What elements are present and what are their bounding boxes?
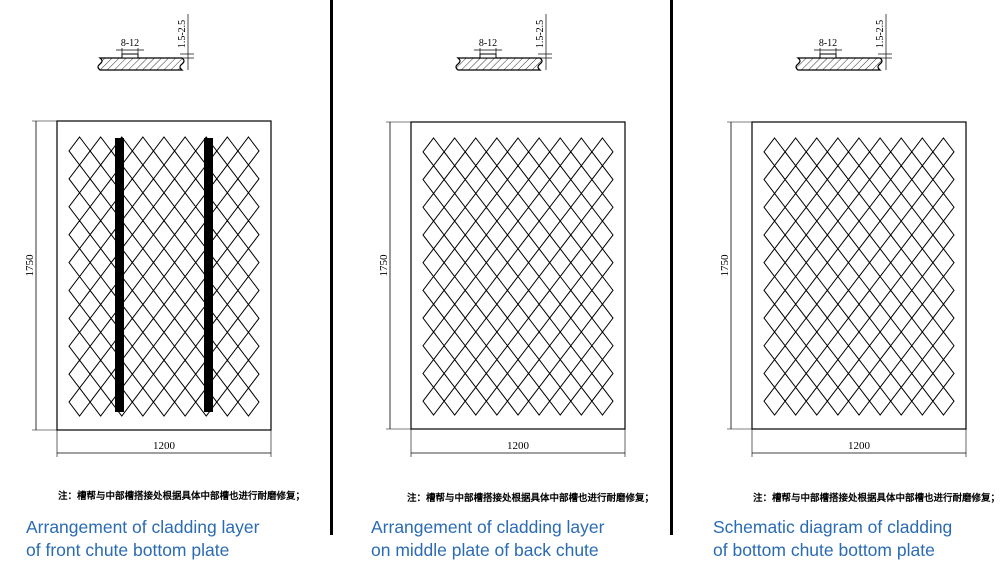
middle-plate-drawing: 8-12 1.5-2.5 1750 1200 bbox=[378, 14, 626, 457]
panel-divider-1 bbox=[330, 0, 333, 535]
plate-outline bbox=[410, 121, 626, 430]
profile-section: 8-12 1.5-2.5 bbox=[455, 14, 552, 71]
diamond-lattice bbox=[422, 137, 614, 416]
caption-line-2: of bottom chute bottom plate bbox=[713, 540, 935, 560]
lattice-path bbox=[422, 137, 614, 416]
wear-strip-2 bbox=[204, 138, 213, 412]
plate-section bbox=[97, 57, 185, 71]
dimension-height-label: 1750 bbox=[719, 254, 731, 277]
drawing-note: 注：槽帮与中部槽搭接处根据具体中部槽也进行耐磨修复； bbox=[407, 493, 655, 504]
dimension-width-label: 1200 bbox=[153, 440, 176, 452]
front-chute-drawing: 8-12 1.5-2.5 1750 1200 bbox=[24, 14, 272, 457]
cladding-bump bbox=[479, 53, 497, 59]
caption-line-1: Arrangement of cladding layer bbox=[26, 517, 260, 537]
drawing-note: 注：槽帮与中部槽搭接处根据具体中部槽也进行耐磨修复； bbox=[58, 491, 306, 502]
profile-section: 8-12 1.5-2.5 bbox=[97, 14, 194, 71]
caption-line-1: Arrangement of cladding layer bbox=[371, 517, 605, 537]
caption-line-2: on middle plate of back chute bbox=[371, 540, 599, 560]
panel-middle-plate: 8-12 1.5-2.5 1750 1200 注：槽帮与中部槽搭接处根据具体中部槽也进… bbox=[333, 0, 670, 572]
wear-strip-1 bbox=[115, 138, 124, 412]
panel-divider-2 bbox=[670, 0, 673, 535]
cladding-bump bbox=[121, 53, 139, 59]
plate-section bbox=[795, 57, 883, 71]
profile-width-label: 8-12 bbox=[479, 38, 497, 49]
lattice-path bbox=[763, 137, 955, 416]
plate-outline bbox=[56, 120, 272, 431]
panel-bottom-chute: 8-12 1.5-2.5 1750 1200 注：槽帮与中部槽搭接处根据具体中部槽也进… bbox=[673, 0, 1000, 572]
profile-width-label: 8-12 bbox=[819, 38, 837, 49]
profile-height-label: 1.5-2.5 bbox=[535, 20, 546, 48]
bottom-chute-drawing: 8-12 1.5-2.5 1750 1200 bbox=[719, 14, 967, 457]
drawing-note: 注：槽帮与中部槽搭接处根据具体中部槽也进行耐磨修复； bbox=[753, 493, 1000, 504]
plate-outline bbox=[751, 121, 967, 430]
panel-front-chute: 8-12 1.5-2.5 1750 1200 注：槽帮与中部槽搭接处根据具体中部槽也进… bbox=[0, 0, 330, 572]
profile-height-label: 1.5-2.5 bbox=[177, 20, 188, 48]
dimension-height-label: 1750 bbox=[378, 254, 390, 277]
caption-line-2: of front chute bottom plate bbox=[26, 540, 230, 560]
diamond-lattice bbox=[68, 136, 260, 417]
cladding-bump bbox=[819, 53, 837, 59]
lattice-path bbox=[68, 136, 260, 417]
dimension-width-label: 1200 bbox=[848, 440, 871, 452]
profile-width-label: 8-12 bbox=[121, 38, 139, 49]
dimension-height-label: 1750 bbox=[24, 254, 36, 277]
profile-height-label: 1.5-2.5 bbox=[875, 20, 886, 48]
profile-section: 8-12 1.5-2.5 bbox=[795, 14, 892, 71]
caption-line-1: Schematic diagram of cladding bbox=[713, 517, 953, 537]
dimension-width-label: 1200 bbox=[507, 440, 530, 452]
diamond-lattice bbox=[763, 137, 955, 416]
plate-section bbox=[455, 57, 543, 71]
